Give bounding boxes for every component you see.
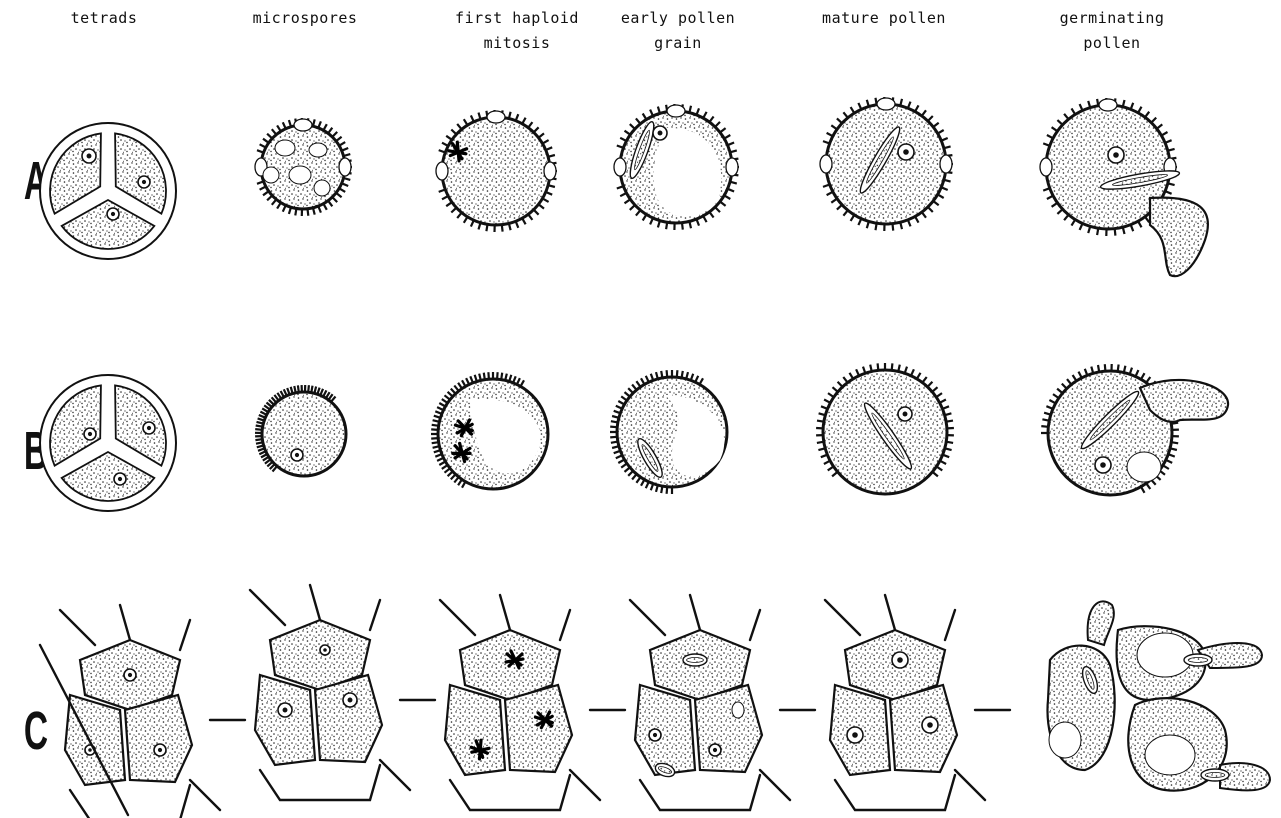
- germ-pore: [877, 98, 895, 110]
- nucleolus: [713, 748, 717, 752]
- pollen-tube: [1088, 601, 1114, 645]
- germ-pore: [544, 162, 556, 180]
- nucleolus: [852, 732, 858, 738]
- nucleolus: [897, 657, 903, 663]
- nucleolus: [323, 648, 327, 652]
- generative-nucleus: [1205, 773, 1225, 778]
- nucleolus: [158, 748, 162, 752]
- nucleolus: [927, 722, 933, 728]
- germ-pore: [436, 162, 448, 180]
- pollen-wall: [262, 392, 346, 476]
- vacuole: [263, 167, 279, 183]
- microspore-cell: [315, 675, 382, 762]
- vacuole: [1127, 452, 1161, 482]
- nucleolus: [1113, 152, 1119, 158]
- germ-pore: [820, 155, 832, 173]
- nucleolus: [348, 698, 353, 703]
- microspore-cell: [635, 685, 695, 775]
- nucleolus: [658, 131, 663, 136]
- germ-pore: [726, 158, 738, 176]
- microspore-cell: [255, 675, 315, 765]
- generative-nucleus: [1188, 658, 1208, 663]
- vacuole: [1137, 633, 1193, 677]
- germ-pore: [294, 119, 312, 131]
- nucleolus: [87, 154, 92, 159]
- nucleolus: [147, 426, 151, 430]
- vacuole: [1145, 735, 1195, 775]
- nucleolus: [118, 477, 122, 481]
- generative-nucleus: [687, 658, 704, 663]
- germ-pore: [667, 105, 685, 117]
- vacuole: [275, 140, 295, 156]
- pollen-wall: [442, 117, 550, 225]
- nucleolus: [88, 748, 92, 752]
- microspore-cell: [125, 695, 192, 782]
- germ-pore: [487, 111, 505, 123]
- microspore-cell: [695, 685, 762, 772]
- nucleolus: [903, 149, 909, 155]
- nucleolus: [295, 453, 299, 457]
- vacuole: [309, 143, 327, 157]
- vacuole: [1049, 722, 1081, 758]
- germ-pore: [940, 155, 952, 173]
- germ-pore: [1040, 158, 1052, 176]
- germ-pore: [1099, 99, 1117, 111]
- germ-pore: [339, 158, 351, 176]
- nucleolus: [128, 673, 132, 677]
- nucleolus: [903, 412, 908, 417]
- pollen-tube: [1150, 198, 1208, 276]
- nucleolus: [1100, 462, 1106, 468]
- nucleolus: [111, 212, 115, 216]
- pollen-wall: [826, 104, 946, 224]
- vacuole: [314, 180, 330, 196]
- microspore-cell: [445, 685, 505, 775]
- vacuole: [289, 166, 311, 184]
- nucleolus: [653, 733, 657, 737]
- microspore-cell: [505, 685, 572, 772]
- nucleolus: [283, 708, 288, 713]
- germ-pore: [614, 158, 626, 176]
- nucleolus: [88, 432, 92, 436]
- nucleolus: [142, 180, 146, 184]
- vacuole: [732, 702, 744, 718]
